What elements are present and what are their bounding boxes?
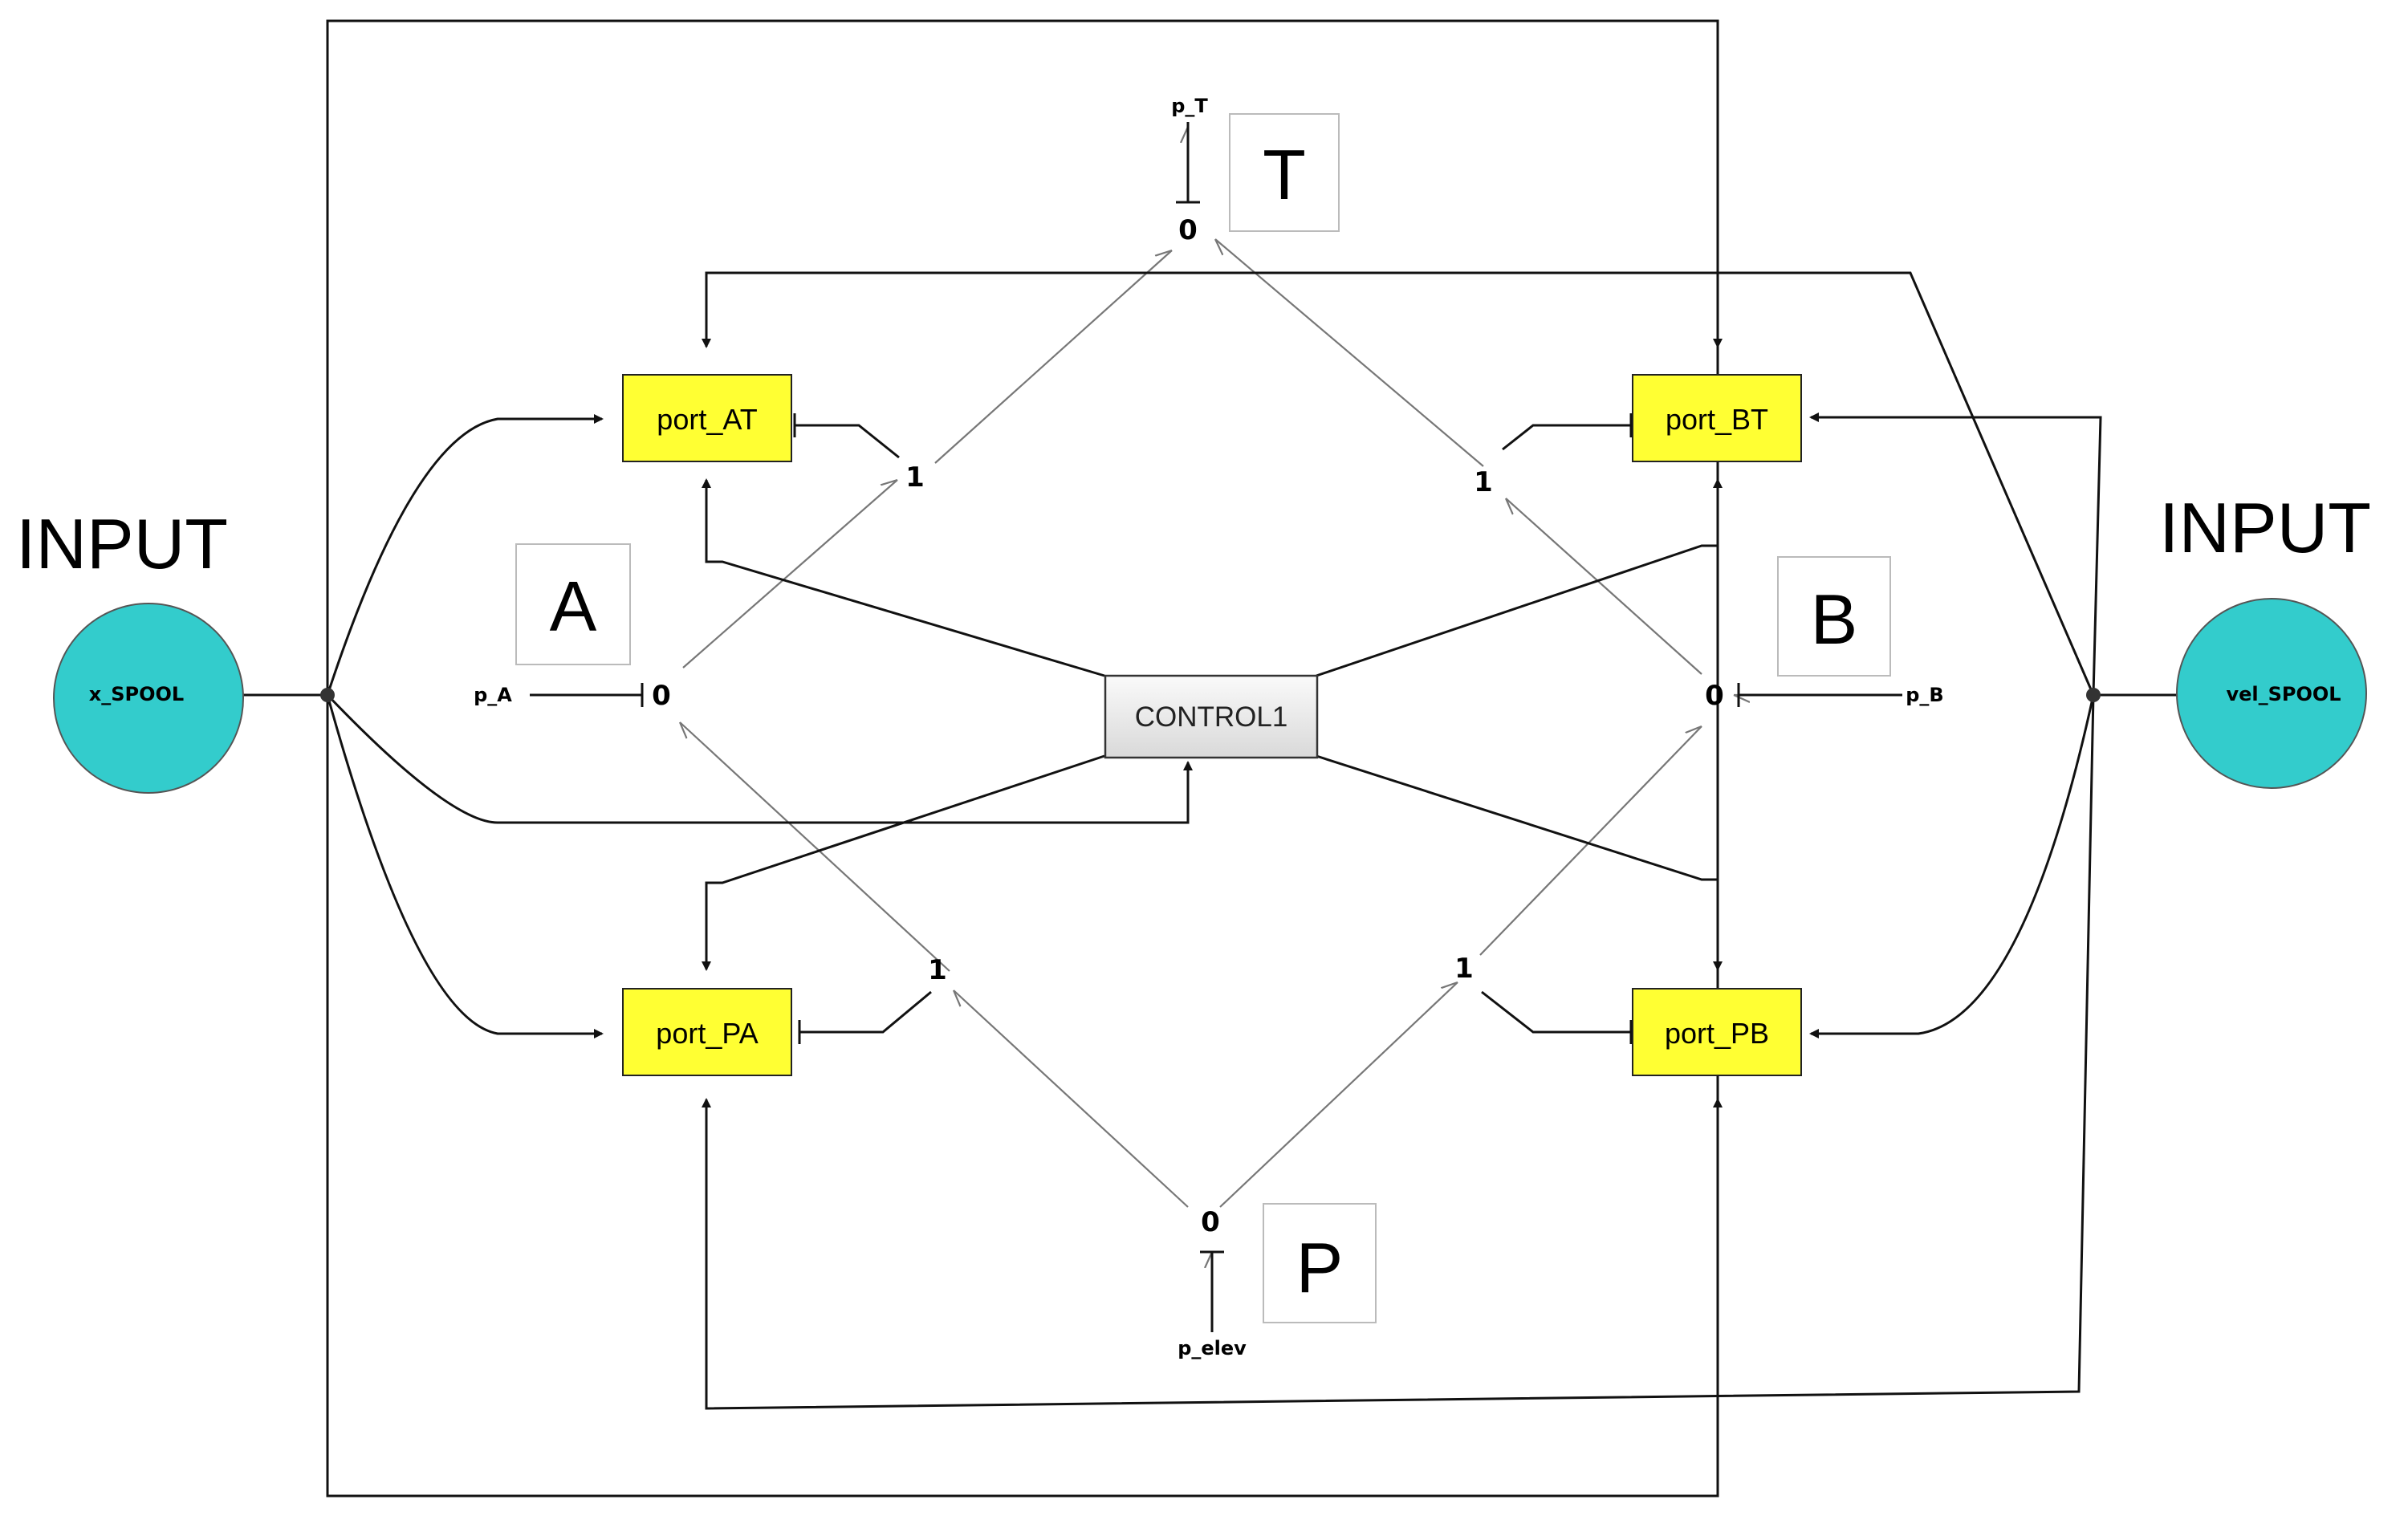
junction-1-bt[interactable]: 1: [1474, 466, 1493, 498]
signal-vel-to-bt: [1809, 412, 2102, 696]
signal-x-to-at: [326, 414, 604, 696]
port-pb[interactable]: port_PB: [1632, 988, 1802, 1076]
source-p-a: p_A: [474, 684, 512, 706]
signal-1at-to-at: [793, 413, 900, 459]
bond-0P-1PB: [1219, 982, 1458, 1208]
box-b-letter: B: [1811, 579, 1858, 659]
bond-1BT-0T: [1215, 238, 1484, 467]
x-spool-source-circle[interactable]: [53, 603, 244, 794]
port-pa-label: port_PA: [656, 1017, 758, 1050]
bond-1PB-0B: [1479, 726, 1702, 956]
bond-1PA-0A: [680, 721, 950, 972]
signals: [193, 21, 2255, 1496]
junction-0-t[interactable]: 0: [1178, 214, 1198, 246]
port-pa[interactable]: port_PA: [622, 988, 792, 1076]
signal-1pb-to-pb: [1481, 990, 1633, 1044]
input-caption-right: INPUT: [2159, 488, 2371, 567]
junction-1-pb[interactable]: 1: [1454, 953, 1474, 985]
junction-0-p[interactable]: 0: [1201, 1206, 1220, 1238]
port-bt-label: port_BT: [1666, 403, 1768, 436]
vel-spool-label: vel_SPOOL: [2226, 683, 2341, 705]
control-block[interactable]: CONTROL1: [1104, 674, 1319, 759]
input-caption-left: INPUT: [16, 504, 228, 583]
source-p-b: p_B: [1906, 684, 1943, 706]
signal-control-to-at: [702, 478, 1105, 677]
split-point-right: [2086, 688, 2101, 702]
box-a: A: [515, 543, 631, 665]
input-vel-spool[interactable]: vel_SPOOL: [2176, 598, 2367, 789]
box-p-letter: P: [1296, 1228, 1344, 1307]
signal-control-to-bt: [1316, 478, 1723, 677]
junction-0-b[interactable]: 0: [1705, 680, 1724, 712]
control-label: CONTROL1: [1135, 701, 1288, 733]
bond-0P-1PA: [954, 990, 1189, 1208]
signal-vel-to-pa: [702, 694, 2095, 1410]
signal-1pa-to-pa: [798, 990, 932, 1044]
source-p-elev: p_elev: [1178, 1337, 1247, 1359]
bond-0B-1BT: [1506, 498, 1702, 675]
signal-control-to-pa: [702, 754, 1105, 971]
box-t: T: [1229, 113, 1340, 232]
junction-1-at[interactable]: 1: [905, 461, 925, 494]
signal-1bt-to-bt: [1502, 413, 1633, 451]
port-at-label: port_AT: [657, 403, 757, 436]
input-x-spool[interactable]: x_SPOOL: [53, 603, 244, 794]
subsystem-frame: [326, 19, 1719, 1498]
port-pb-label: port_PB: [1665, 1017, 1769, 1050]
bond-0A-1AT: [682, 480, 898, 669]
split-point-left: [320, 688, 335, 702]
port-bt[interactable]: port_BT: [1632, 374, 1802, 462]
x-spool-label: x_SPOOL: [89, 683, 184, 705]
box-b: B: [1777, 556, 1891, 677]
source-p-t: p_T: [1171, 95, 1208, 117]
port-at[interactable]: port_AT: [622, 374, 792, 462]
signal-vel-to-at: [702, 271, 2095, 696]
signal-x-to-pa: [326, 694, 604, 1038]
junction-1-pa[interactable]: 1: [928, 954, 947, 986]
signal-vel-to-pb: [1809, 694, 2095, 1038]
box-a-letter: A: [550, 567, 597, 646]
bond-1AT-0T: [934, 250, 1173, 464]
signal-control-to-pb: [1316, 754, 1723, 971]
box-t-letter: T: [1263, 135, 1306, 214]
vel-spool-source-circle[interactable]: [2176, 598, 2367, 789]
box-p: P: [1263, 1203, 1377, 1323]
junction-0-a[interactable]: 0: [652, 680, 671, 712]
signal-x-to-control: [326, 693, 1193, 824]
